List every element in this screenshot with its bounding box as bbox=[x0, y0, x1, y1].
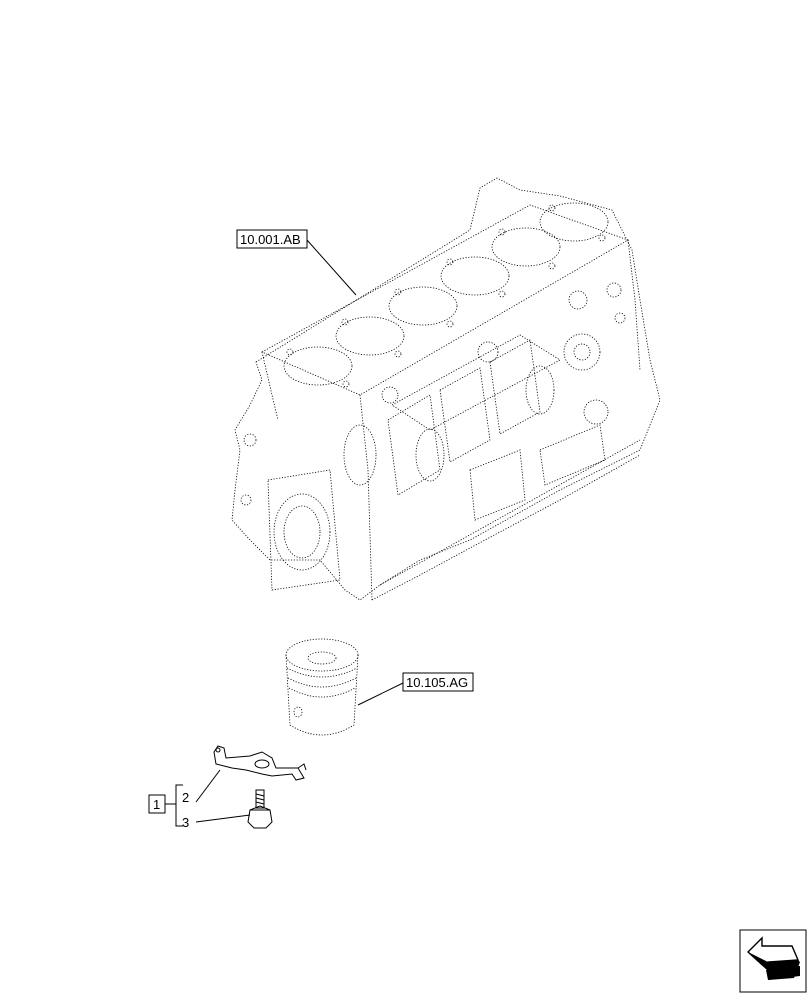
deck-bolt-holes bbox=[286, 204, 606, 388]
callout-box-piston bbox=[402, 672, 474, 692]
engine-block-illustration bbox=[231, 177, 661, 601]
crankcase-bulkheads bbox=[343, 334, 561, 496]
callout-label-engine-block: 10.001.AB bbox=[240, 232, 301, 247]
callout-label-item-2: 2 bbox=[182, 790, 189, 805]
rear-side-details bbox=[381, 282, 626, 521]
callout-label-item-1: 1 bbox=[153, 797, 160, 812]
callout-label-piston: 10.105.AG bbox=[406, 675, 468, 690]
cylinder-bores bbox=[283, 202, 609, 386]
bolt-illustration bbox=[247, 789, 273, 829]
leader-item-3 bbox=[195, 814, 251, 823]
leader-item-2 bbox=[195, 769, 221, 803]
callout-label-item-3: 3 bbox=[182, 815, 189, 830]
callout-piston[interactable]: 10.105.AG bbox=[357, 672, 474, 706]
item-group-callouts[interactable]: 1 2 3 bbox=[148, 769, 251, 830]
front-end-details bbox=[240, 433, 341, 591]
arrow-nav-icon[interactable] bbox=[739, 929, 807, 993]
callout-engine-block[interactable]: 10.001.AB bbox=[236, 229, 357, 296]
callout-box-engine-block bbox=[236, 229, 308, 249]
oil-jet-illustration bbox=[213, 745, 307, 781]
piston-illustration bbox=[285, 638, 359, 736]
